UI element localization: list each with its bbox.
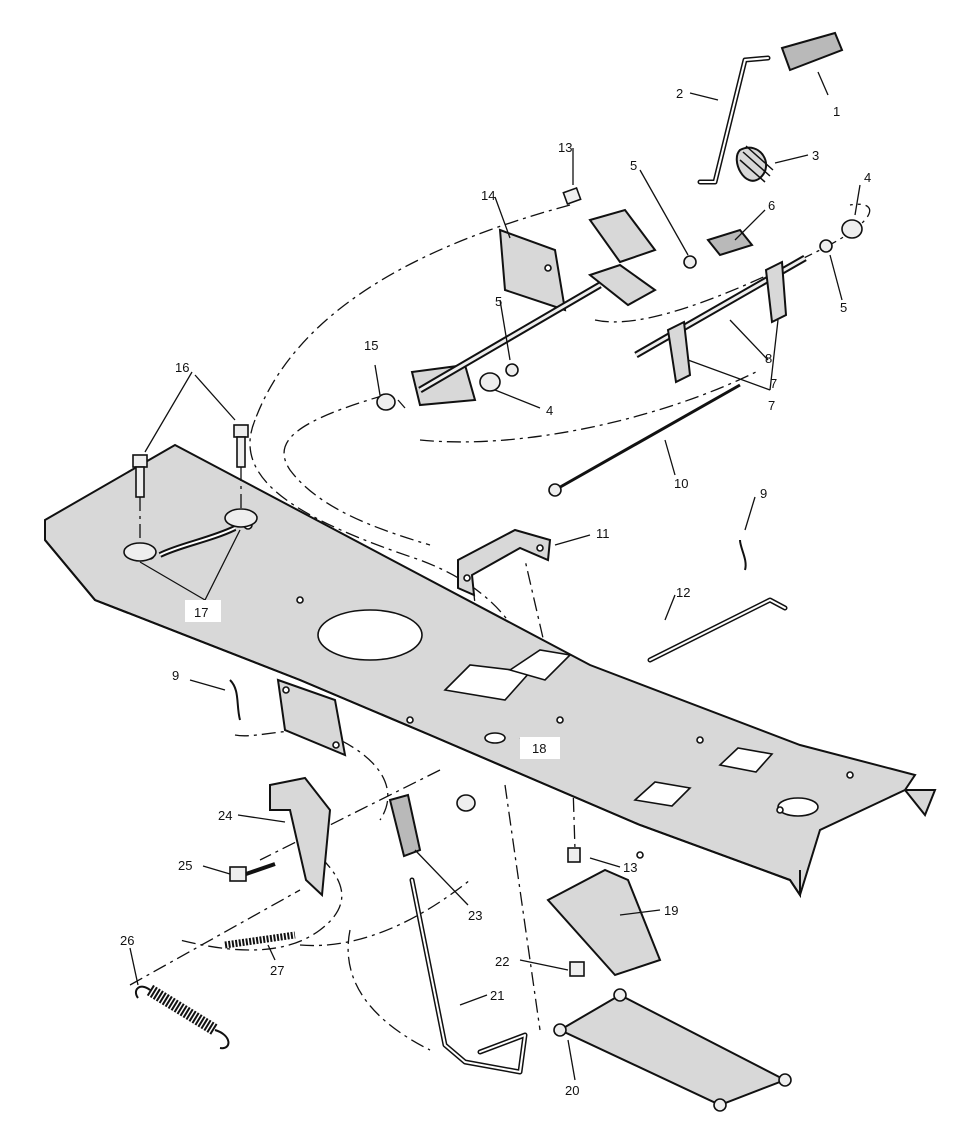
callout-15: 15 — [364, 338, 378, 353]
callout-14: 14 — [481, 188, 495, 203]
callout-20: 20 — [565, 1083, 579, 1098]
callout-5-top: 5 — [630, 158, 637, 173]
callout-5-right: 5 — [840, 300, 847, 315]
callout-7-right: 7 — [768, 398, 775, 413]
frame-plate — [44, 443, 937, 899]
callout-9-left: 9 — [172, 668, 179, 683]
callout-26: 26 — [120, 933, 134, 948]
callout-9-right: 9 — [760, 486, 767, 501]
callout-18: 18 — [532, 741, 546, 756]
callout-19: 19 — [664, 903, 678, 918]
callout-25: 25 — [178, 858, 192, 873]
callout-2: 2 — [676, 86, 683, 101]
callout-10: 10 — [674, 476, 688, 491]
lever-and-grip — [697, 31, 844, 185]
callout-22: 22 — [495, 954, 509, 969]
callout-7-left: 7 — [770, 376, 777, 391]
callout-8: 8 — [765, 351, 772, 366]
bracket-and-rod — [457, 528, 788, 663]
callout-1: 1 — [833, 104, 840, 119]
callout-17: 17 — [194, 605, 208, 620]
leader-lines — [129, 71, 861, 1081]
callout-24: 24 — [218, 808, 232, 823]
callout-3: 3 — [812, 148, 819, 163]
lower-center-parts — [388, 793, 792, 1112]
callout-21: 21 — [490, 988, 504, 1003]
callout-11: 11 — [596, 526, 610, 541]
callout-27: 27 — [270, 963, 284, 978]
pedal-shaft-assembly — [376, 186, 863, 497]
callout-12: 12 — [676, 585, 690, 600]
callout-4-lower: 4 — [546, 403, 553, 418]
callout-6: 6 — [768, 198, 775, 213]
callout-labels: 1 2 3 4 4 5 5 5 6 7 7 8 9 9 10 11 12 13 … — [120, 86, 871, 1098]
bolts-and-nuts-16-17 — [123, 424, 258, 562]
callout-13-upper: 13 — [558, 140, 572, 155]
callout-23: 23 — [468, 908, 482, 923]
callout-16: 16 — [175, 360, 189, 375]
callout-13-lower: 13 — [623, 860, 637, 875]
callout-5-mid: 5 — [495, 294, 502, 309]
callout-4-upper: 4 — [864, 170, 871, 185]
lower-left-parts — [134, 678, 347, 1050]
